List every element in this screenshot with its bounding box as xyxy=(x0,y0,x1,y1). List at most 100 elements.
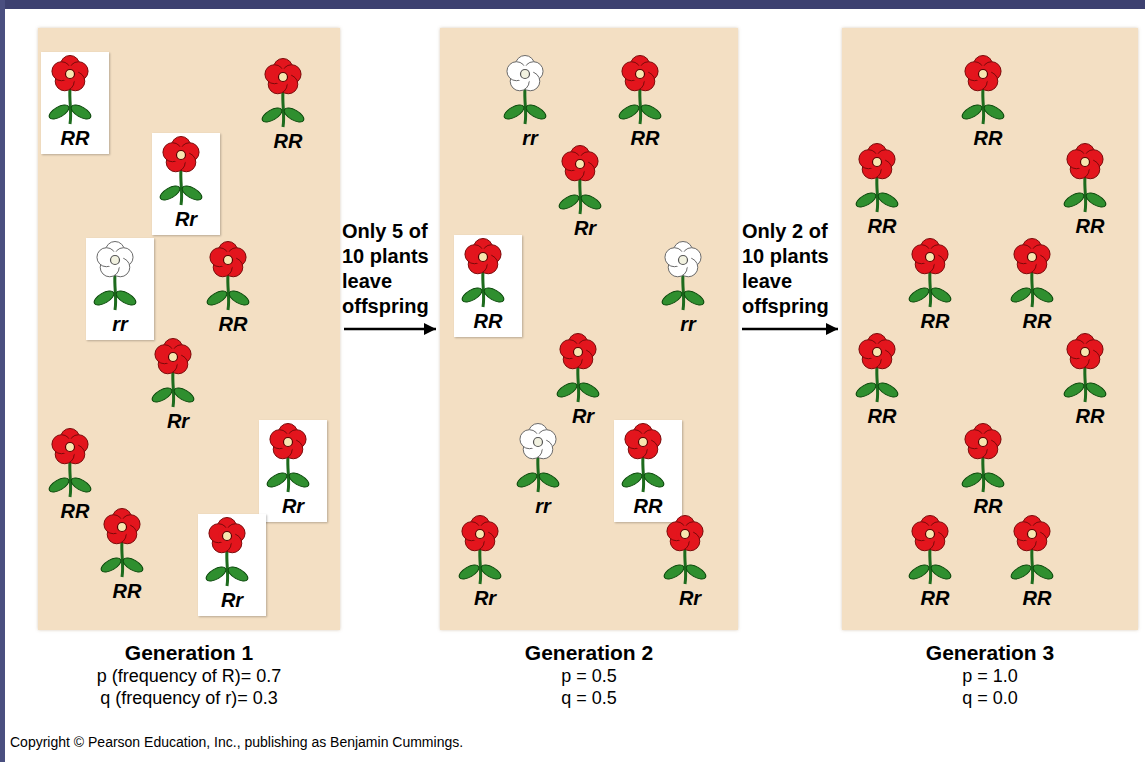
genotype-label: RR xyxy=(41,499,109,523)
flower-centre xyxy=(636,70,645,79)
plant-leaf xyxy=(482,285,506,305)
plant-leaf xyxy=(579,192,603,212)
generation-arrow xyxy=(742,328,838,331)
plant-leaf xyxy=(660,288,684,308)
plant-leaf xyxy=(620,470,644,490)
flower-centre xyxy=(979,438,988,447)
plant: RR xyxy=(848,140,916,242)
plant-leaf xyxy=(929,562,953,582)
flower-centre xyxy=(979,70,988,79)
flower-body xyxy=(472,526,489,543)
flower-centre xyxy=(223,532,232,541)
plant-leaf xyxy=(1031,285,1055,305)
plant-leaf xyxy=(265,470,289,490)
plant-leaf xyxy=(460,285,484,305)
flower-centre xyxy=(926,253,935,262)
generation-caption: Generation 2p = 0.5q = 0.5 xyxy=(420,640,758,709)
plant-leaf xyxy=(457,562,481,582)
plant-leaf xyxy=(158,183,182,203)
plant-leaf xyxy=(1062,380,1086,400)
flower-centre xyxy=(177,151,186,160)
plant: RR xyxy=(901,235,969,337)
flower-centre xyxy=(926,530,935,539)
plant-leaf xyxy=(907,562,931,582)
plant-leaf xyxy=(69,102,93,122)
plant-leaf xyxy=(1084,380,1108,400)
flower-centre xyxy=(521,70,530,79)
plant-leaf xyxy=(642,470,666,490)
plant-leaf xyxy=(287,470,311,490)
plant: RR xyxy=(614,420,682,522)
genotype-label: Rr xyxy=(551,216,619,240)
flower-centre xyxy=(534,438,543,447)
flower-body xyxy=(530,434,547,451)
allele-frequency: q = 0.5 xyxy=(420,687,758,709)
flower-centre xyxy=(639,438,648,447)
plant: RR xyxy=(901,512,969,614)
plant-leaf xyxy=(114,288,138,308)
generation-caption: Generation 3p = 1.0q = 0.0 xyxy=(822,640,1145,709)
genotype-label: RR xyxy=(1056,214,1124,238)
generation-panel: Generation 3p = 1.0q = 0.0RRRRRRRRRRRRRR… xyxy=(842,28,1138,630)
plant: Rr xyxy=(259,420,327,522)
allele-frequency: q = 0.0 xyxy=(822,687,1145,709)
plant-leaf xyxy=(557,192,581,212)
flower-body xyxy=(677,526,694,543)
genotype-label: RR xyxy=(1003,586,1071,610)
flower-body xyxy=(570,344,587,361)
plant-leaf xyxy=(515,470,539,490)
plant: RR xyxy=(41,52,109,154)
plant-leaf xyxy=(555,380,579,400)
genotype-label: RR xyxy=(954,126,1022,150)
plant-leaf xyxy=(537,470,561,490)
generation-title: Generation 3 xyxy=(822,640,1145,665)
genotype-label: rr xyxy=(654,312,722,336)
genotype-label: rr xyxy=(496,126,564,150)
generation-title: Generation 1 xyxy=(18,640,360,665)
plant: rr xyxy=(509,420,577,522)
plant-leaf xyxy=(47,475,71,495)
plant-leaf xyxy=(205,288,229,308)
genotype-label: RR xyxy=(454,309,522,333)
genotype-label: RR xyxy=(41,126,109,150)
generation-arrow xyxy=(344,328,436,331)
plant: RR xyxy=(954,52,1022,154)
slide-top-bar xyxy=(0,0,1145,9)
flower-body xyxy=(1024,526,1041,543)
plant: RR xyxy=(199,238,267,340)
flower-centre xyxy=(576,160,585,169)
plant-leaf xyxy=(960,470,984,490)
flower-centre xyxy=(118,523,127,532)
plant-leaf xyxy=(99,555,123,575)
flower-body xyxy=(173,147,190,164)
plant-leaf xyxy=(960,102,984,122)
flower-body xyxy=(675,252,692,269)
generation-panel: Generation 2p = 0.5q = 0.5rrRRRrRRrrRrrr… xyxy=(440,28,738,630)
plant-leaf xyxy=(227,288,251,308)
genotype-label: RR xyxy=(954,494,1022,518)
plant-leaf xyxy=(150,385,174,405)
flower-body xyxy=(62,439,79,456)
flower-body xyxy=(280,434,297,451)
flower-body xyxy=(975,434,992,451)
plant: RR xyxy=(611,52,679,154)
plant: RR xyxy=(454,235,522,337)
plant: Rr xyxy=(152,133,220,235)
flower-centre xyxy=(169,353,178,362)
selection-note: Only 2 of 10 plants leave offspring xyxy=(742,219,838,319)
genotype-label: RR xyxy=(1056,404,1124,428)
plant-leaf xyxy=(1009,562,1033,582)
plant: RR xyxy=(954,420,1022,522)
genotype-label: RR xyxy=(199,312,267,336)
genotype-label: Rr xyxy=(144,409,212,433)
genotype-label: Rr xyxy=(656,586,724,610)
plant-leaf xyxy=(69,475,93,495)
plant-leaf xyxy=(662,562,686,582)
allele-frequency: p (frequency of R)= 0.7 xyxy=(18,665,360,687)
flower-centre xyxy=(574,348,583,357)
flower-centre xyxy=(476,530,485,539)
plant: RR xyxy=(848,330,916,432)
plant: Rr xyxy=(549,330,617,432)
flower-body xyxy=(632,66,649,83)
